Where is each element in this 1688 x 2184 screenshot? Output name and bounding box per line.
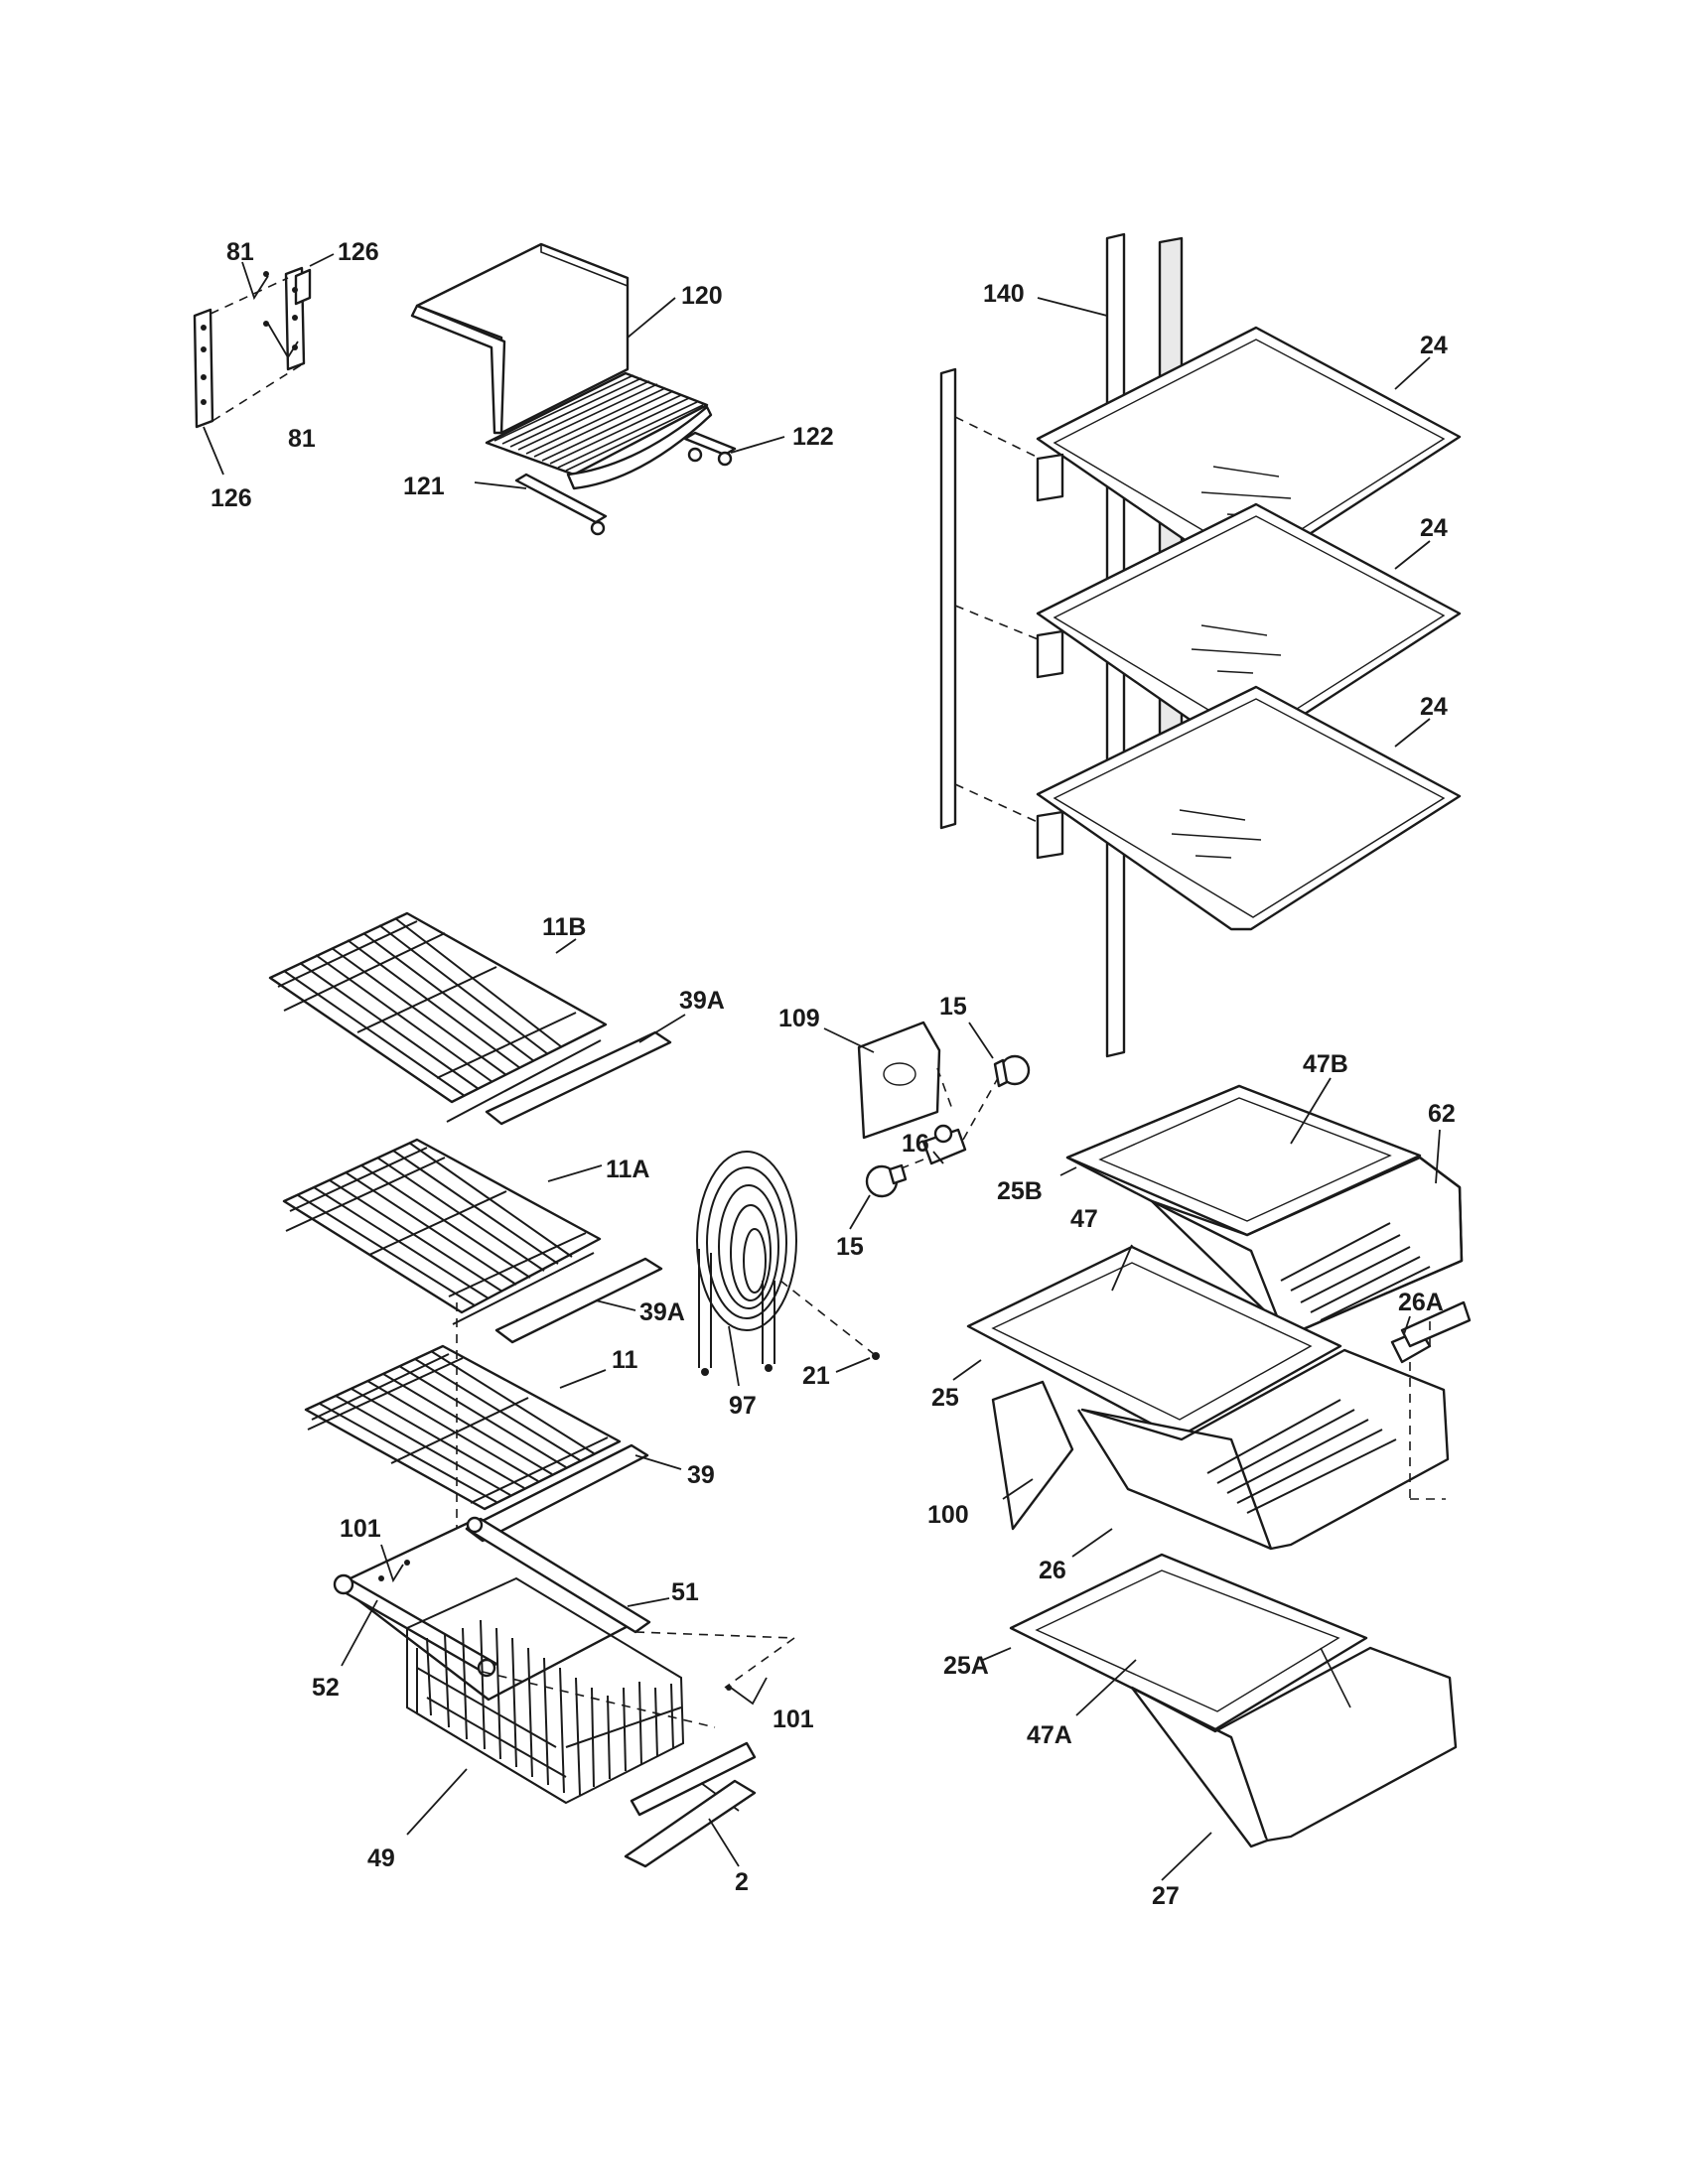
wire-basket-49 [333, 1516, 795, 1836]
label-101-lower: 101 [773, 1706, 814, 1733]
label-26: 26 [1039, 1557, 1066, 1584]
label-120: 120 [681, 282, 723, 310]
drawer-27-assembly [982, 1553, 1458, 1881]
bracket-126-group [193, 253, 335, 476]
label-62: 62 [1428, 1100, 1456, 1128]
label-126-top: 126 [338, 238, 379, 266]
label-21: 21 [802, 1362, 830, 1390]
wire-shelf-11B [268, 911, 686, 1126]
wire-shelf-11A [282, 1138, 663, 1344]
label-47: 47 [1070, 1205, 1098, 1233]
door-bar-2 [624, 1779, 757, 1868]
label-52: 52 [312, 1674, 340, 1702]
label-81-bottom: 81 [288, 425, 316, 453]
label-15-lower: 15 [836, 1233, 864, 1261]
label-24-middle: 24 [1420, 514, 1448, 542]
label-140: 140 [983, 280, 1025, 308]
label-122: 122 [792, 423, 834, 451]
part-labels: 81 126 81 126 120 122 121 140 24 24 24 1… [211, 238, 1456, 1910]
label-25: 25 [931, 1384, 959, 1412]
label-26A: 26A [1398, 1289, 1444, 1316]
shelf-assembly-120 [410, 242, 785, 536]
heater-coil-97 [696, 1151, 880, 1387]
label-121: 121 [403, 473, 445, 500]
light-assembly [823, 1021, 1031, 1230]
wire-shelf-11 [304, 1344, 682, 1543]
label-25B: 25B [997, 1177, 1043, 1205]
label-11: 11 [612, 1346, 638, 1374]
label-24-bottom: 24 [1420, 693, 1448, 721]
label-100: 100 [927, 1501, 969, 1529]
glass-shelf-24-bottom [1036, 685, 1462, 931]
label-126-bottom: 126 [211, 484, 252, 512]
label-81-top: 81 [226, 238, 254, 266]
label-27: 27 [1152, 1882, 1180, 1910]
label-39A-upper: 39A [679, 987, 725, 1015]
label-101-upper: 101 [340, 1515, 381, 1543]
label-39A-lower: 39A [639, 1298, 685, 1326]
rail-and-shelves-140-24 [939, 232, 1462, 1058]
label-47A: 47A [1027, 1721, 1072, 1749]
label-25A: 25A [943, 1652, 989, 1680]
label-49: 49 [367, 1844, 395, 1872]
label-109: 109 [778, 1005, 820, 1032]
label-15-upper: 15 [939, 993, 967, 1021]
label-97: 97 [729, 1392, 757, 1420]
label-24-top: 24 [1420, 332, 1448, 359]
label-51: 51 [671, 1578, 699, 1606]
label-11A: 11A [606, 1156, 649, 1183]
glass-shelf-24-middle [1036, 502, 1462, 751]
label-2: 2 [735, 1868, 749, 1896]
drawer-26-assembly [952, 1244, 1472, 1558]
label-16: 16 [902, 1130, 929, 1158]
label-11B: 11B [542, 913, 586, 941]
label-47B: 47B [1303, 1050, 1348, 1078]
label-39: 39 [687, 1461, 715, 1489]
